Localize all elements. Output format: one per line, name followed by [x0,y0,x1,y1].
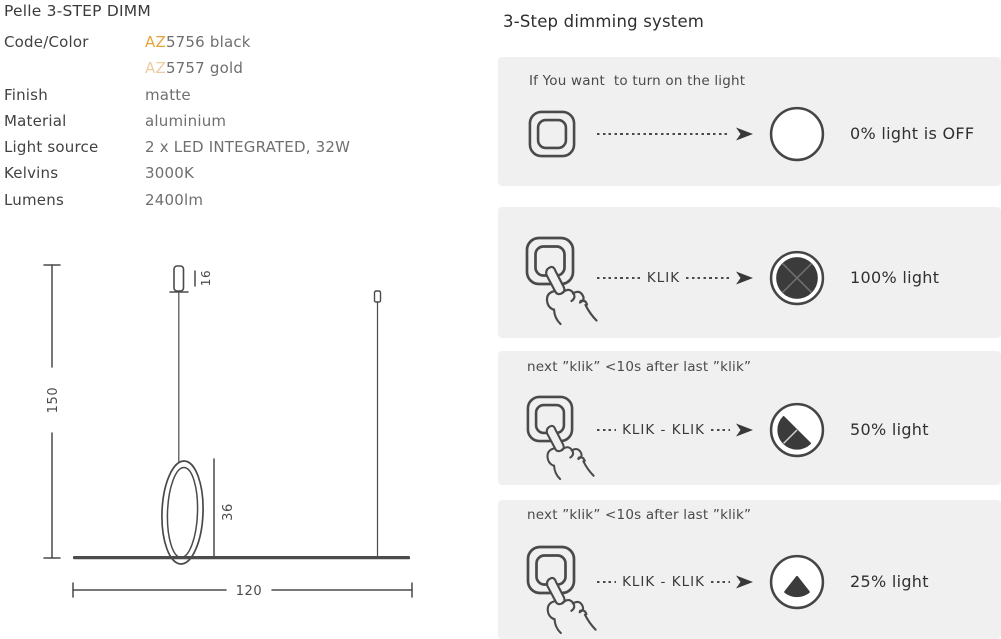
spec-label: Material [4,111,67,130]
spec-row-lumens: Lumens 2400lm [4,187,474,213]
light-state-50-icon [769,402,825,458]
light-level-label: 0% light is OFF [850,124,975,143]
panel-header: next ”klik” <10s after last ”klik” [527,359,752,375]
dimension-36-label: 36 [221,503,236,521]
spec-label: Code/Color [4,33,89,51]
dotted-line [686,276,730,280]
klik-label: KLIK - KLIK [622,574,705,590]
spec-value: 2 x LED INTEGRATED, 32W [145,138,351,157]
dotted-line [597,580,617,584]
light-level-label: 100% light [850,268,940,287]
arrowhead-icon [736,127,753,141]
spec-row-code-1: Code/Color AZ5756 black [4,29,474,55]
klik-label: KLIK - KLIK [622,422,705,438]
dotted-arrow: KLIK [597,270,753,286]
product-specs: Pelle 3-STEP DIMM Code/Color AZ5756 blac… [4,2,474,213]
spec-row-code-2: AZ5757 gold [4,55,474,81]
dimension-drawing: 150 16 36 [30,250,470,639]
spec-row-finish: Finish matte [4,82,474,108]
pressing-hand-icon [545,424,595,481]
dimension-16: 16 [194,270,213,287]
lamp-bar [73,556,410,560]
spec-value: AZ5756 black [145,29,251,55]
arrowhead-icon [736,271,753,285]
spec-row-material: Material aluminium [4,108,474,134]
spec-label [4,55,145,81]
dimension-120: 120 [72,582,413,599]
klik-label: KLIK [646,270,681,286]
dimension-150-label: 150 [46,387,61,414]
spec-value-text: 5757 gold [165,59,244,78]
dotted-arrow: KLIK - KLIK [597,574,753,590]
light-state-off-icon [769,106,825,162]
panel-header: If You want to turn on the light [529,73,746,89]
spec-value: matte [145,85,191,104]
spec-label: Kelvins [4,164,59,183]
dotted-line [597,276,641,280]
dotted-line [710,580,730,584]
product-code-prefix: AZ [145,33,166,51]
spec-value: 3000K [145,164,195,183]
wall-switch-icon [528,110,576,158]
dotted-arrow [597,126,753,142]
light-state-100-icon [769,250,825,306]
dimension-36: 36 [213,458,236,559]
pressing-hand-icon [545,265,598,326]
pressing-hand-icon [545,576,597,635]
arrowhead-icon [736,575,753,589]
spec-label: Finish [4,85,48,104]
dimming-panel-25: next ”klik” <10s after last ”klik” KLIK … [498,500,1001,639]
spec-value: 2400lm [145,190,204,209]
arrowhead-icon [736,423,753,437]
dimension-150: 150 [43,264,61,559]
spec-row-kelvins: Kelvins 3000K [4,160,474,186]
spec-label: Light source [4,138,99,157]
dotted-line [597,132,730,136]
dimension-120-label: 120 [236,584,263,599]
product-title: Pelle 3-STEP DIMM [4,2,151,20]
spec-label: Lumens [4,190,64,209]
dimming-panel-off: If You want to turn on the light 0% ligh… [498,57,1001,186]
spec-value-text: 5756 black [165,33,251,51]
ceiling-canopy [169,265,189,293]
product-code-prefix: AZ [145,59,166,78]
panel-header: next ”klik” <10s after last ”klik” [527,507,752,523]
dimension-16-label: 16 [199,270,213,286]
dimming-panel-50: next ”klik” <10s after last ”klik” KLIK … [498,351,1001,485]
lamp-dimension-diagram: 150 16 36 [43,264,413,599]
dotted-arrow: KLIK - KLIK [597,422,753,438]
lamp-ring [161,460,204,565]
ceiling-mount-right [373,290,382,303]
dotted-line [710,428,730,432]
light-level-label: 25% light [850,572,929,591]
dimming-system-title: 3-Step dimming system [503,12,705,31]
light-level-label: 50% light [850,420,929,439]
light-state-25-icon [769,554,825,610]
dotted-line [597,428,617,432]
spec-row-light-source: Light source 2 x LED INTEGRATED, 32W [4,134,474,160]
dimming-panel-100: KLIK 100% light [498,207,1001,338]
spec-value: aluminium [145,111,227,130]
spec-value: AZ5757 gold [145,55,243,81]
